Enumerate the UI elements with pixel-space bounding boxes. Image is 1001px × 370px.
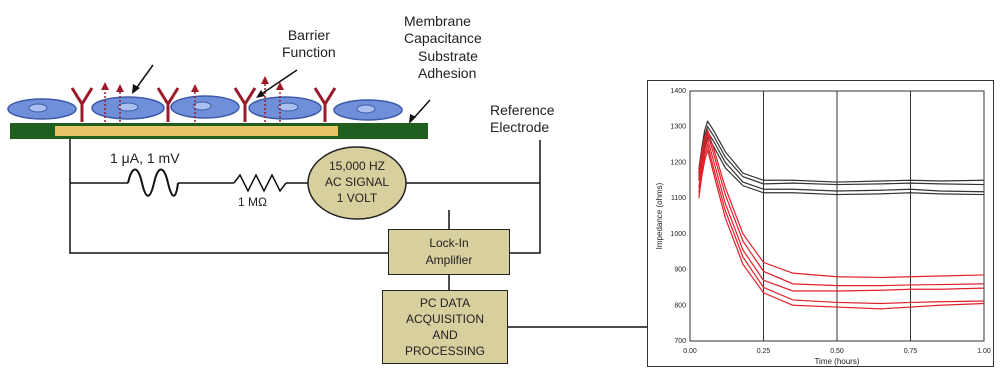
lock-in-amplifier-box: Lock-In Amplifier: [388, 229, 510, 275]
series-line-6: [698, 131, 985, 287]
x-tick-label: 0.25: [757, 348, 771, 355]
ac-signal-label: 15,000 HZ AC SIGNAL 1 VOLT: [324, 159, 390, 205]
x-axis-label: Time (hours): [814, 357, 859, 366]
series-line-8: [698, 142, 985, 305]
cell-layer: [7, 95, 403, 121]
ac-signal-ellipse: [307, 146, 407, 220]
y-tick-label: 1100: [671, 195, 686, 202]
gold-working-electrode: [55, 126, 338, 136]
current-paths: [104, 82, 281, 122]
y-tick-label: 900: [674, 267, 686, 274]
y-tick-label: 1000: [670, 231, 686, 238]
y-tick-label: 800: [674, 302, 686, 309]
membrane-capacitance-label: Membrane Capacitance: [404, 13, 482, 46]
series-line-1: [698, 119, 985, 183]
pc-data-box: PC DATA ACQUISITION AND PROCESSING: [382, 290, 508, 364]
y-tick-label: 1200: [670, 159, 686, 166]
x-tick-label: 0.75: [904, 348, 918, 355]
reference-electrode-label: Reference Electrode: [490, 102, 555, 135]
circuit-wires: [69, 139, 647, 328]
impedance-chart-frame: 0.00 0.25 0.50 0.75 1.00 700 800 900 1000 1100 120…: [647, 80, 994, 367]
series-line-9: [698, 147, 985, 310]
y-tick-label: 1300: [670, 124, 686, 131]
ac-source-symbol: [127, 168, 179, 197]
y-axis-label: Impedance (ohms): [655, 182, 664, 249]
series-line-5: [698, 128, 985, 279]
x-tick-label: 1.00: [977, 348, 991, 355]
impedance-chart: 0.00 0.25 0.50 0.75 1.00 700 800 900 1000 1100 120…: [655, 88, 991, 366]
current-arrowheads: [101, 76, 284, 92]
series-line-4: [698, 136, 985, 196]
y-tick-label: 1400: [670, 88, 686, 95]
resistor-symbol: [233, 173, 287, 193]
resistor-label: 1 MΩ: [238, 195, 267, 209]
substrate-adhesion-label: Substrate Adhesion: [418, 48, 478, 81]
y-tick-label: 700: [674, 338, 686, 345]
x-tick-label: 0.00: [683, 348, 697, 355]
series-line-2: [698, 125, 985, 186]
barrier-function-label: Barrier Function: [282, 27, 336, 60]
current-voltage-label: 1 μA, 1 mV: [110, 150, 180, 166]
series-line-3: [698, 130, 985, 193]
x-tick-label: 0.50: [830, 348, 844, 355]
series-line-7: [698, 136, 985, 292]
junction-proteins: [70, 87, 337, 122]
